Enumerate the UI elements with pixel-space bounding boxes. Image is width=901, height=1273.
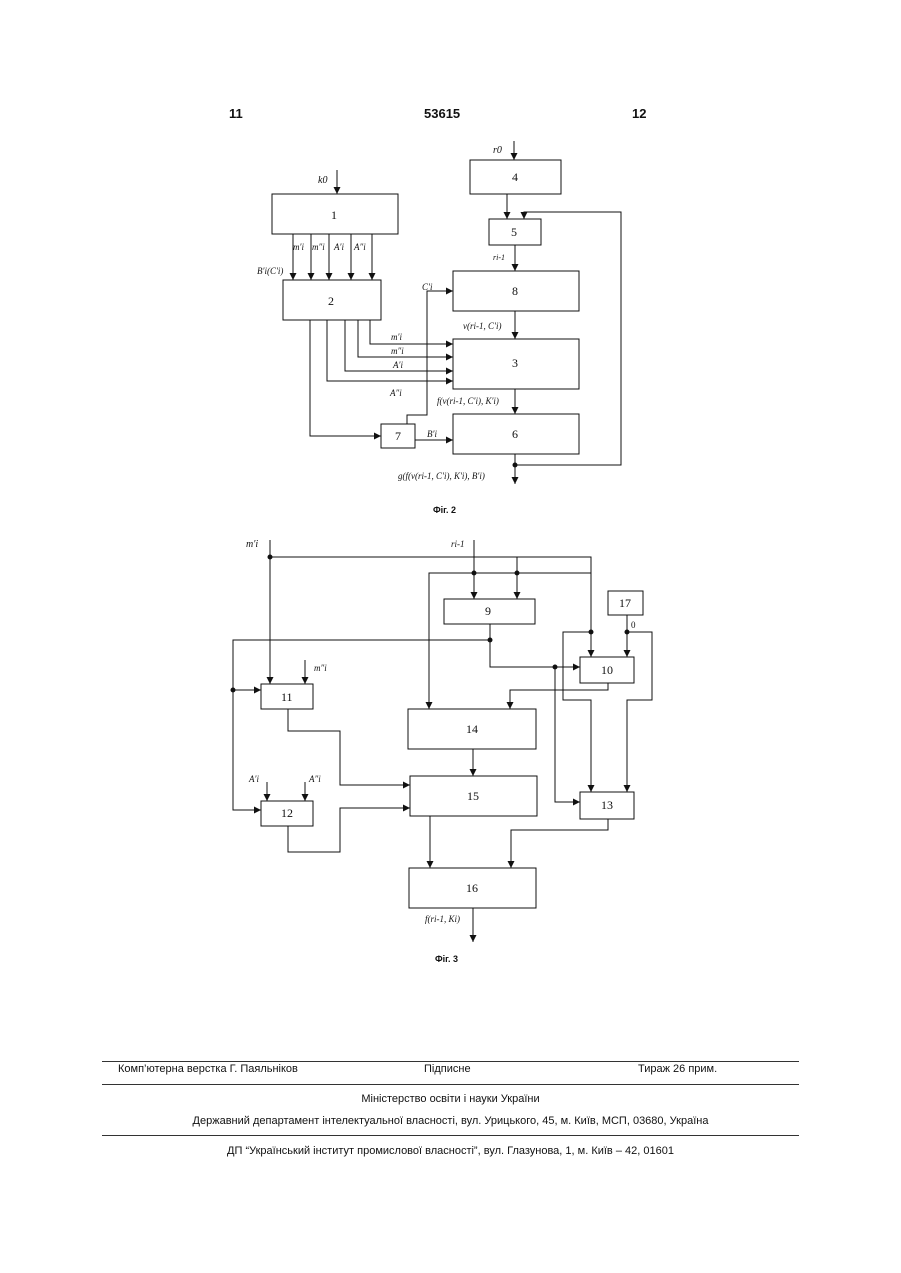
fig3-text-a2: A″i [308, 774, 321, 784]
fig3-text-ri1: ri-1 [451, 539, 465, 549]
fig3-caption: Фіг. 3 [435, 954, 458, 964]
fig2-text-m1b: m′i [391, 332, 402, 342]
fig2-label-7: 7 [395, 429, 401, 443]
fig3-arrow-13-16 [511, 819, 608, 868]
footer-typesetter: Комп’ютерна верстка Г. Паяльніков [118, 1063, 298, 1075]
fig3-label-10: 10 [601, 663, 613, 677]
fig3-arrow-11-15 [288, 709, 410, 785]
fig3-arrow-9-13 [555, 667, 580, 802]
fig2-label-3: 3 [512, 356, 518, 370]
fig2-text-v: v(ri-1, C′i) [463, 321, 501, 331]
fig2-text-c: C′i [422, 282, 433, 292]
fig3-label-16: 16 [466, 881, 478, 895]
fig3-label-13: 13 [601, 798, 613, 812]
footer-subscription: Підписне [424, 1063, 471, 1075]
fig2-text-m2: m″i [312, 242, 325, 252]
fig3-arrow-17-13 [627, 632, 652, 792]
fig3-arrow-m1-13 [563, 632, 591, 792]
fig2-text-r0: r0 [493, 145, 502, 156]
footer-circulation: Тираж 26 прим. [638, 1063, 717, 1075]
fig2-junction [513, 463, 517, 467]
fig2-text-bc: B′i(C′i) [257, 266, 283, 276]
fig3-label-14: 14 [466, 722, 478, 736]
fig2-text-a1: A′i [333, 242, 344, 252]
fig2-text-m2b: m″i [391, 346, 404, 356]
fig3-label-12: 12 [281, 806, 293, 820]
fig2-text-ri1: ri-1 [493, 253, 505, 262]
fig3-text-f: f(ri-1, Ki) [425, 914, 460, 924]
figure-2-text: 1 2 3 4 5 6 7 8 k0 r0 ri-1 m′i m″i A′i A… [257, 145, 518, 515]
fig3-arrow-ri1-14 [429, 573, 474, 709]
fig3-junction [268, 555, 272, 559]
figure-2 [272, 141, 621, 484]
fig3-junction [231, 688, 235, 692]
footer-middle-rule [102, 1084, 799, 1085]
fig2-label-8: 8 [512, 284, 518, 298]
fig3-text-m1: m′i [246, 539, 258, 550]
footer-top-rule [102, 1061, 799, 1062]
fig3-label-9: 9 [485, 604, 491, 618]
fig2-caption: Фіг. 2 [433, 505, 456, 515]
fig2-label-5: 5 [511, 225, 517, 239]
footer-institute: ДП “Український інститут промислової вла… [102, 1145, 799, 1157]
fig3-text-m2: m″i [314, 663, 327, 673]
fig3-text-a1: A′i [248, 774, 259, 784]
figure-3-text: 9 10 11 12 13 14 15 16 17 m′i ri-1 m″i A… [246, 539, 636, 964]
figure-3 [231, 540, 652, 942]
footer-ministry: Міністерство освіти і науки України [102, 1093, 799, 1105]
fig2-text-a2b: A″i [389, 388, 402, 398]
fig2-label-6: 6 [512, 427, 518, 441]
fig2-label-2: 2 [328, 294, 334, 308]
fig3-arrow-12-15 [288, 808, 410, 852]
fig2-text-g: g(f(v(ri-1, C′i), K′i), B′i) [398, 471, 485, 481]
fig3-label-17: 17 [619, 596, 631, 610]
fig2-arrow-2-3-a [370, 320, 453, 344]
fig2-text-f: f(v(ri-1, C′i), K′i) [437, 396, 499, 406]
fig3-bus-m1 [270, 557, 591, 657]
fig3-text-zero: 0 [631, 620, 636, 630]
fig2-label-4: 4 [512, 170, 518, 184]
fig2-text-a2: A″i [353, 242, 366, 252]
fig2-arrow-2-3-d [327, 320, 453, 381]
fig3-label-11: 11 [281, 690, 293, 704]
fig2-arrow-2-3-b [358, 320, 453, 357]
fig3-arrow-9-10 [490, 624, 580, 667]
fig2-text-m1: m′i [293, 242, 304, 252]
fig2-text-b: B′i [427, 429, 437, 439]
fig2-text-a1b: A′i [392, 360, 403, 370]
footer-bottom-rule [102, 1135, 799, 1136]
fig2-text-k0: k0 [318, 175, 327, 186]
fig3-arrow-9b [474, 557, 517, 599]
footer-department: Державний департамент інтелектуальної вл… [102, 1115, 799, 1127]
fig3-label-15: 15 [467, 789, 479, 803]
fig2-label-1: 1 [331, 208, 337, 222]
fig3-arrow-10-14 [510, 683, 608, 709]
